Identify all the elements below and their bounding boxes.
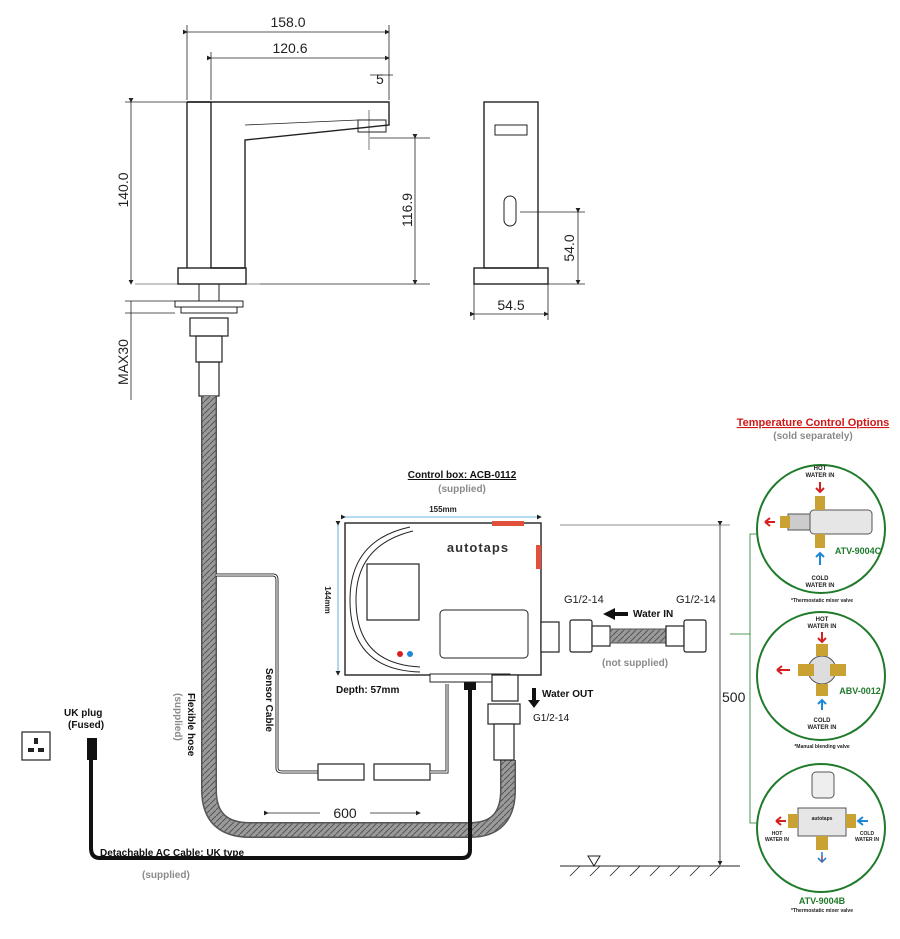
option-atv-9004c: HOT WATER IN COLD WATER IN ATV-9004C bbox=[756, 464, 886, 594]
opt3-cold: COLD bbox=[860, 831, 875, 837]
inlet-left-label: G1/2-14 bbox=[564, 594, 604, 606]
control-box-supplied: (supplied) bbox=[438, 484, 486, 495]
floor-level bbox=[560, 855, 740, 877]
control-box-title: Control box: ACB-0112 bbox=[408, 470, 517, 481]
dim-spout-reach: 120.6 bbox=[272, 40, 307, 56]
hose-supplied-label: (supplied) bbox=[172, 693, 183, 741]
inlet-right-label: G1/2-14 bbox=[676, 594, 716, 606]
ac-cable-label: Detachable AC Cable: UK type bbox=[100, 848, 245, 859]
faucet-front-view: 158.0 120.6 5 140.0 116.9 MAX30 bbox=[115, 14, 430, 400]
water-in-label: Water IN bbox=[633, 609, 673, 620]
brand-label: autotaps bbox=[447, 540, 509, 555]
faucet-side-view: 54.0 54.5 bbox=[470, 101, 585, 320]
ac-supplied-label: (supplied) bbox=[142, 870, 190, 881]
opt3-hot: HOT bbox=[772, 831, 783, 837]
outlet-thread-label: G1/2-14 bbox=[533, 713, 570, 724]
not-supplied-label: (not supplied) bbox=[602, 658, 668, 669]
opt1-note: *Thermostatic mixer valve bbox=[791, 598, 853, 604]
opt2-cold-sub: WATER IN bbox=[808, 725, 837, 731]
flexible-hose bbox=[201, 396, 516, 838]
opt3-note: *Thermostatic mixer valve bbox=[791, 908, 853, 914]
dim-total-width: 158.0 bbox=[270, 14, 305, 30]
option-abv-0012: HOT WATER IN COLD WATER IN ABV-0012 bbox=[756, 611, 886, 741]
control-box-height: 144mm bbox=[323, 586, 332, 614]
opt1-hot: HOT bbox=[814, 466, 827, 472]
control-box-width: 155mm bbox=[429, 505, 457, 514]
dim-max-thickness: MAX30 bbox=[115, 339, 131, 385]
uk-plug-label: UK plug bbox=[64, 708, 102, 719]
opt3-hot-sub: WATER IN bbox=[765, 837, 789, 843]
opt1-cold: COLD bbox=[812, 576, 830, 582]
opt3-brand: autotaps bbox=[812, 816, 833, 822]
opt2-hot-sub: WATER IN bbox=[808, 624, 837, 630]
dim-spout-height: 116.9 bbox=[399, 193, 415, 227]
dim-base-width: 54.5 bbox=[497, 297, 524, 313]
opt1-model: ATV-9004C bbox=[835, 546, 882, 556]
opt2-model: ABV-0012 bbox=[839, 686, 881, 696]
opt2-note: *Manual blending valve bbox=[794, 744, 850, 750]
fused-label: (Fused) bbox=[68, 720, 104, 731]
opt2-cold: COLD bbox=[814, 718, 832, 724]
opt2-hot: HOT bbox=[816, 617, 829, 623]
opt3-cold-sub: WATER IN bbox=[855, 837, 879, 843]
dim-side-height: 54.0 bbox=[561, 234, 577, 261]
dim-height: 140.0 bbox=[115, 172, 131, 207]
option-atv-9004b: autotaps HOT WATER IN COLD WATER IN bbox=[756, 763, 886, 893]
opt1-hot-sub: WATER IN bbox=[806, 473, 835, 479]
control-box-depth: Depth: 57mm bbox=[336, 685, 399, 696]
sensor-cable-label: Sensor Cable bbox=[263, 668, 274, 732]
dim-600: 600 bbox=[333, 805, 357, 821]
opt3-model: ATV-9004B bbox=[799, 896, 846, 906]
control-box: Control box: ACB-0112 (supplied) 155mm 1… bbox=[323, 470, 560, 761]
dim-angle: 5 bbox=[376, 71, 384, 87]
dim-500: 500 bbox=[722, 689, 746, 705]
inlet-hose bbox=[569, 619, 707, 653]
temp-options-subtitle: (sold separately) bbox=[773, 431, 852, 442]
water-out-label: Water OUT bbox=[542, 689, 593, 700]
opt1-cold-sub: WATER IN bbox=[806, 583, 835, 589]
sensor-cable bbox=[216, 573, 449, 781]
uk-socket-icon bbox=[21, 731, 51, 761]
temp-options-title: Temperature Control Options bbox=[737, 417, 890, 429]
flexible-hose-label: Flexible hose bbox=[185, 693, 196, 757]
